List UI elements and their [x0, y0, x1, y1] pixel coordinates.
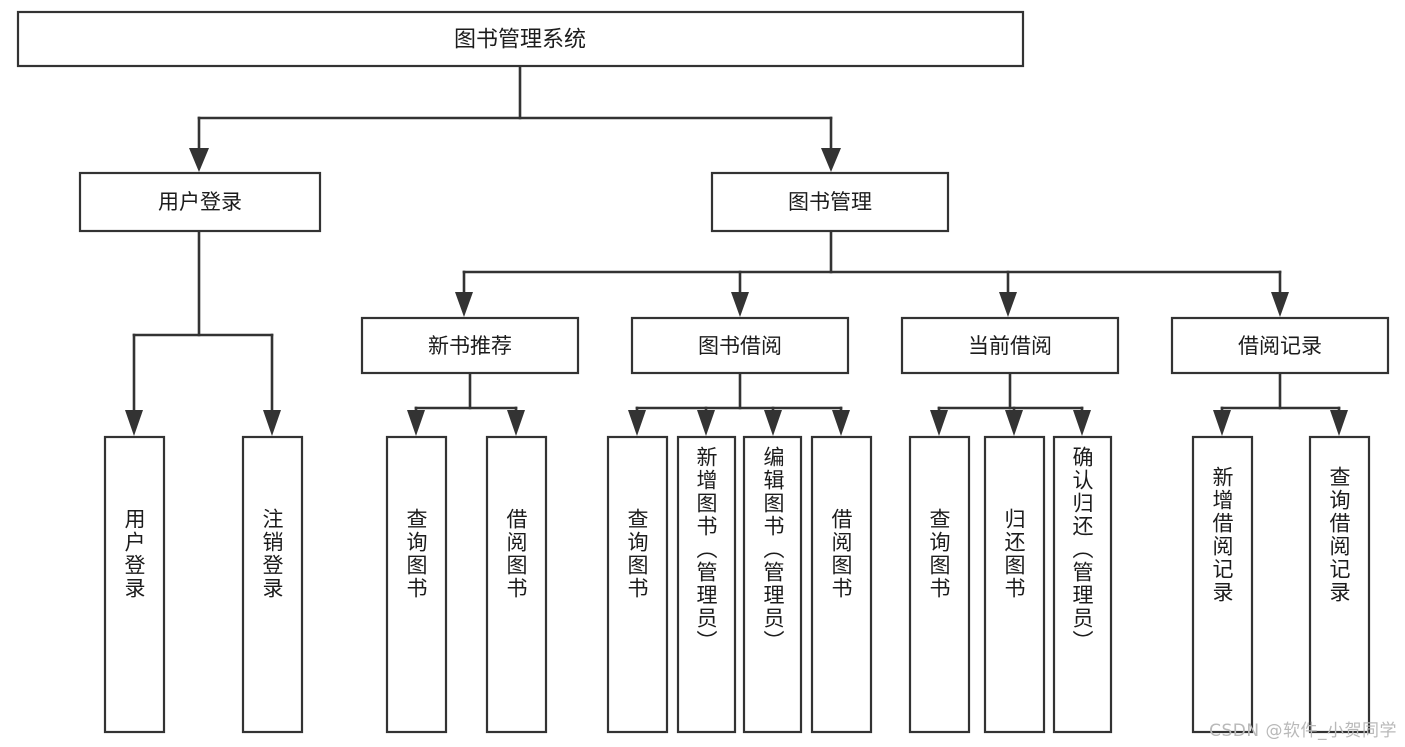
connector-group-book-management-to-level2: [455, 229, 1289, 317]
arrowhead-leaf-borrow-book-2: [832, 410, 850, 436]
node-root-label: 图书管理系统: [454, 28, 586, 53]
node-leaf-borrow-book-2-box[interactable]: [810, 435, 873, 734]
arrowhead-leaf-confirm-return: [1073, 410, 1091, 436]
node-book-management-box[interactable]: [710, 171, 950, 233]
connector-group-book-borrow-to-leaves: [628, 371, 850, 436]
node-new-book-recommend-box[interactable]: [360, 316, 580, 375]
arrowhead-leaf-add-book: [697, 410, 715, 436]
arrowhead-book-borrow: [731, 292, 749, 317]
node-new-book-recommend[interactable]: 新书推荐: [360, 316, 580, 375]
arrowhead-borrow-record: [1271, 292, 1289, 317]
node-user-login[interactable]: 用户登录: [78, 171, 322, 233]
node-leaf-query-book-2-box[interactable]: [606, 435, 669, 734]
arrowhead-book-management: [821, 148, 841, 172]
connector-group-current-borrow-to-leaves: [930, 371, 1091, 436]
node-leaf-logout-box[interactable]: [241, 435, 304, 734]
connector-group-user-login-to-leaves: [125, 229, 281, 436]
arrowhead-leaf-add-borrow-record: [1213, 410, 1231, 436]
csdn-watermark: CSDN @软件_小贺同学: [1209, 721, 1397, 741]
arrowhead-current-borrow: [999, 292, 1017, 317]
node-leaf-query-book-3-box[interactable]: [908, 435, 971, 734]
node-borrow-record[interactable]: 借阅记录: [1170, 316, 1390, 375]
node-book-management-label: 图书管理: [788, 190, 872, 214]
node-leaf-add-borrow-record-box[interactable]: [1191, 435, 1254, 734]
node-root-box[interactable]: [16, 10, 1025, 68]
node-leaf-edit-book-box[interactable]: [742, 435, 803, 734]
connector-group-new-book-recommend-to-leaves: [407, 371, 525, 436]
node-borrow-record-label: 借阅记录: [1238, 334, 1322, 358]
node-leaf-user-login-box[interactable]: [103, 435, 166, 734]
node-borrow-record-box[interactable]: [1170, 316, 1390, 375]
node-book-borrow-label: 图书借阅: [698, 334, 782, 358]
node-book-borrow[interactable]: 图书借阅: [630, 316, 850, 375]
node-leaf-query-borrow-record-box[interactable]: [1308, 435, 1371, 734]
node-leaf-add-book-box[interactable]: [676, 435, 737, 734]
connector-group-root-to-level1: [189, 64, 841, 172]
arrowhead-leaf-logout: [263, 410, 281, 436]
connector-group-borrow-record-to-leaves: [1213, 371, 1348, 436]
node-root[interactable]: 图书管理系统: [16, 10, 1025, 68]
node-leaf-query-book-1-box[interactable]: [385, 435, 448, 734]
node-current-borrow-box[interactable]: [900, 316, 1120, 375]
node-user-login-box[interactable]: [78, 171, 322, 233]
arrowhead-leaf-query-book-3: [930, 410, 948, 436]
node-user-login-label: 用户登录: [158, 190, 242, 214]
leaf-boxes-group: [103, 435, 1371, 734]
arrowhead-new-book-recommend: [455, 292, 473, 317]
arrowhead-user-login: [189, 148, 209, 172]
node-book-borrow-box[interactable]: [630, 316, 850, 375]
node-leaf-confirm-return-box[interactable]: [1052, 435, 1113, 734]
node-leaf-borrow-book-1-box[interactable]: [485, 435, 548, 734]
arrowhead-leaf-user-login: [125, 410, 143, 436]
node-new-book-recommend-label: 新书推荐: [428, 334, 512, 358]
node-current-borrow[interactable]: 当前借阅: [900, 316, 1120, 375]
node-current-borrow-label: 当前借阅: [968, 334, 1052, 358]
node-leaf-return-book-box[interactable]: [983, 435, 1046, 734]
arrowhead-leaf-borrow-book-1: [507, 410, 525, 436]
arrowhead-leaf-edit-book: [764, 410, 782, 436]
arrowhead-leaf-query-book-1: [407, 410, 425, 436]
node-book-management[interactable]: 图书管理: [710, 171, 950, 233]
arrowhead-leaf-query-borrow-record: [1330, 410, 1348, 436]
arrowhead-leaf-return-book: [1005, 410, 1023, 436]
arrowhead-leaf-query-book-2: [628, 410, 646, 436]
